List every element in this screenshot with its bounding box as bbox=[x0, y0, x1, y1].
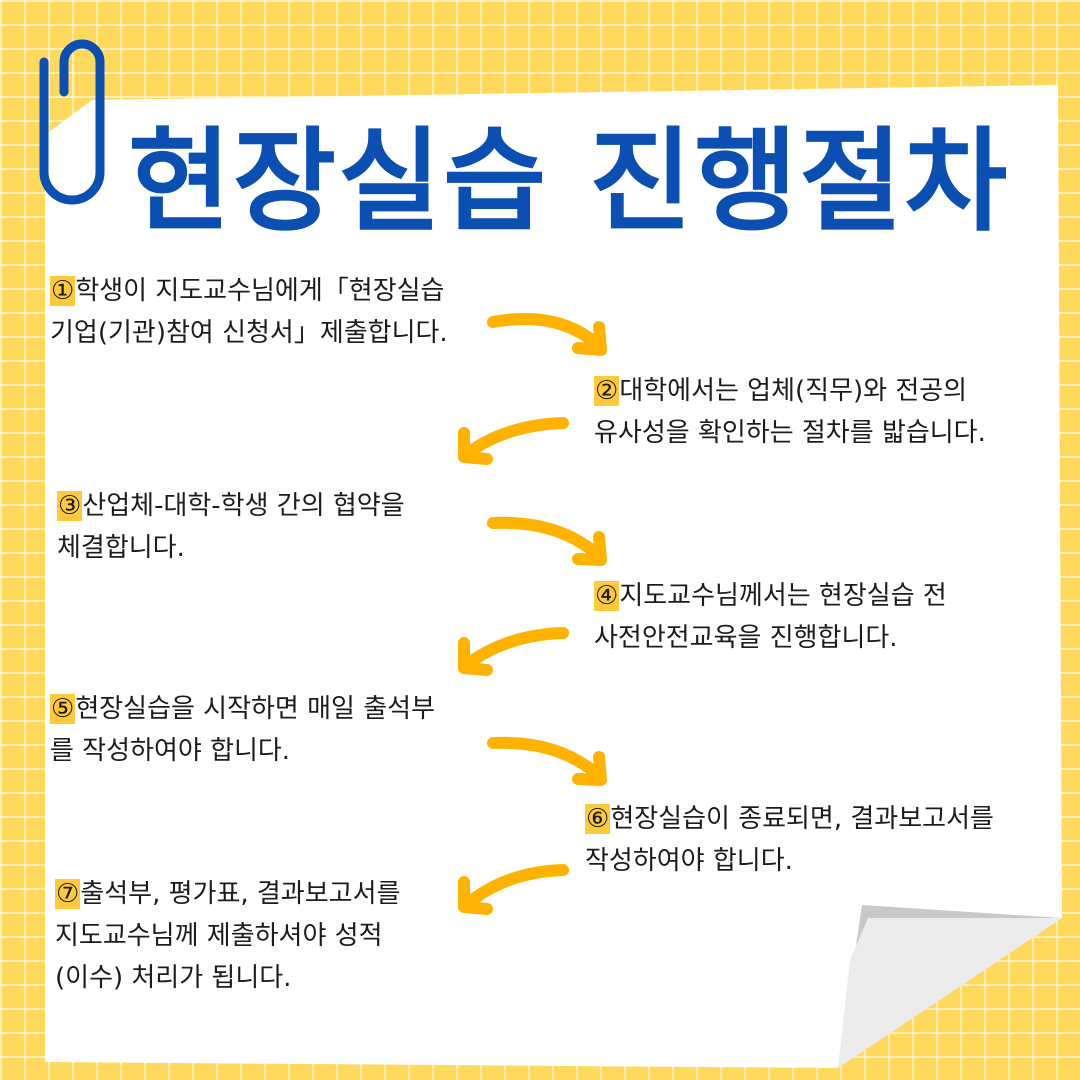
step-text: 학생이 지도교수님에게「현장실습 기업(기관)참여 신청서」제출합니다. bbox=[50, 276, 448, 348]
curved-arrow-icon bbox=[487, 312, 607, 356]
curved-arrow-icon bbox=[458, 627, 569, 676]
step-number: ① bbox=[50, 276, 76, 306]
step-text: 현장실습이 종료되면, 결과보고서를 작성하여야 합니다. bbox=[585, 804, 994, 876]
curved-arrow-icon bbox=[487, 516, 607, 566]
step-text: 출석부, 평가표, 결과보고서를 지도교수님께 제출하셔야 성적 (이수) 처리… bbox=[55, 879, 401, 993]
curved-arrow-icon bbox=[458, 417, 569, 465]
curved-arrow-icon bbox=[487, 736, 607, 786]
step-3: ③산업체-대학-학생 간의 협약을 체결합니다. bbox=[57, 485, 405, 569]
step-1: ①학생이 지도교수님에게「현장실습 기업(기관)참여 신청서」제출합니다. bbox=[50, 270, 448, 354]
step-text: 대학에서는 업체(직무)와 전공의 유사성을 확인하는 절차를 밟습니다. bbox=[594, 376, 986, 448]
step-2: ②대학에서는 업체(직무)와 전공의 유사성을 확인하는 절차를 밟습니다. bbox=[594, 370, 986, 454]
step-text: 지도교수님께서는 현장실습 전 사전안전교육을 진행합니다. bbox=[594, 581, 947, 653]
step-4: ④지도교수님께서는 현장실습 전 사전안전교육을 진행합니다. bbox=[594, 575, 947, 659]
step-number: ② bbox=[594, 376, 620, 406]
step-5: ⑤현장실습을 시작하면 매일 출석부 를 작성하여야 합니다. bbox=[50, 688, 435, 772]
step-number: ③ bbox=[57, 491, 83, 521]
step-text: 현장실습을 시작하면 매일 출석부 를 작성하여야 합니다. bbox=[50, 694, 435, 766]
step-7: ⑦출석부, 평가표, 결과보고서를 지도교수님께 제출하셔야 성적 (이수) 처… bbox=[55, 873, 400, 999]
paperclip-icon bbox=[39, 39, 105, 205]
step-number: ④ bbox=[594, 581, 620, 611]
paper-body bbox=[45, 85, 1062, 1068]
curved-arrow-icon bbox=[458, 864, 569, 915]
step-number: ⑤ bbox=[50, 694, 76, 724]
paper-curl bbox=[838, 918, 1062, 1068]
step-text: 산업체-대학-학생 간의 협약을 체결합니다. bbox=[57, 491, 405, 563]
step-6: ⑥현장실습이 종료되면, 결과보고서를 작성하여야 합니다. bbox=[585, 798, 994, 882]
page-title: 현장실습 진행절차 bbox=[128, 117, 1010, 247]
step-number: ⑥ bbox=[585, 804, 611, 834]
step-number: ⑦ bbox=[55, 879, 81, 909]
